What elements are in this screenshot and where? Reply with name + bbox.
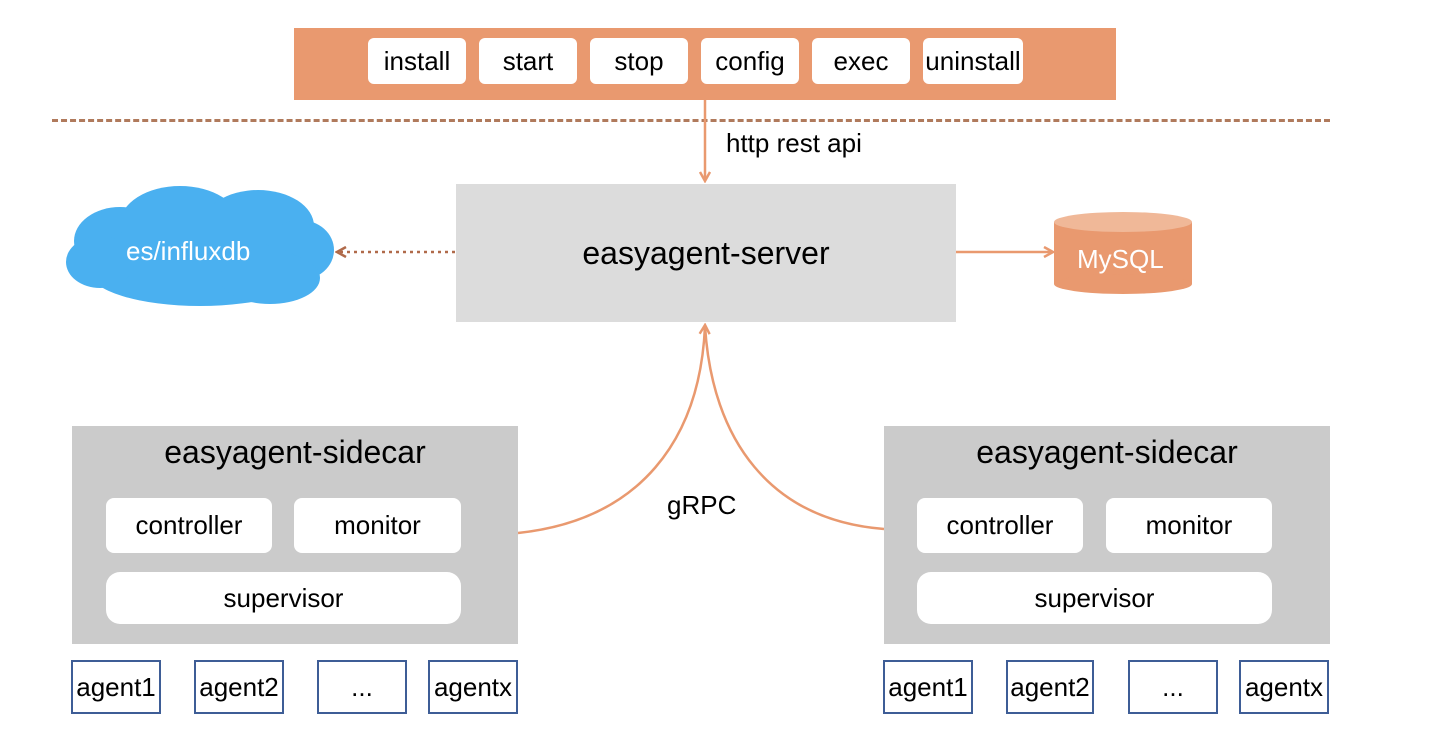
install-button[interactable]: install [368, 38, 466, 84]
agent-box: agentx [428, 660, 518, 714]
grpc-curve-right [703, 325, 885, 531]
agent-box: ... [1128, 660, 1218, 714]
server-box: easyagent-server [456, 184, 956, 322]
grpc-label: gRPC [667, 490, 737, 520]
http-api-label: http rest api [726, 128, 862, 158]
monitor-box: monitor [294, 498, 461, 553]
agent-box: agent1 [883, 660, 973, 714]
sidecar-title: easyagent-sidecar [164, 434, 426, 470]
controller-box: controller [106, 498, 272, 553]
agent-box: agent2 [1006, 660, 1094, 714]
supervisor-box: supervisor [106, 572, 461, 624]
agent-box: agent1 [71, 660, 161, 714]
config-button[interactable]: config [701, 38, 799, 84]
exec-button[interactable]: exec [812, 38, 910, 84]
layer-divider [52, 119, 1330, 122]
controller-box: controller [917, 498, 1083, 553]
mysql-label: MySQL [1077, 244, 1164, 274]
agent-box: ... [317, 660, 407, 714]
sidecar-title: easyagent-sidecar [976, 434, 1238, 470]
grpc-curve-left [517, 326, 705, 535]
supervisor-box: supervisor [917, 572, 1272, 624]
cloud-icon [66, 186, 334, 306]
sidecar-right: easyagent-sidecar controller monitor sup… [884, 426, 1330, 644]
sidecar-left: easyagent-sidecar controller monitor sup… [72, 426, 518, 644]
command-bar: install start stop config exec uninstall [294, 28, 1116, 100]
uninstall-button[interactable]: uninstall [923, 38, 1023, 84]
start-button[interactable]: start [479, 38, 577, 84]
agent-box: agentx [1239, 660, 1329, 714]
storage-label: es/influxdb [126, 236, 251, 266]
database-icon [1054, 212, 1192, 294]
stop-button[interactable]: stop [590, 38, 688, 84]
agent-box: agent2 [194, 660, 284, 714]
monitor-box: monitor [1106, 498, 1272, 553]
